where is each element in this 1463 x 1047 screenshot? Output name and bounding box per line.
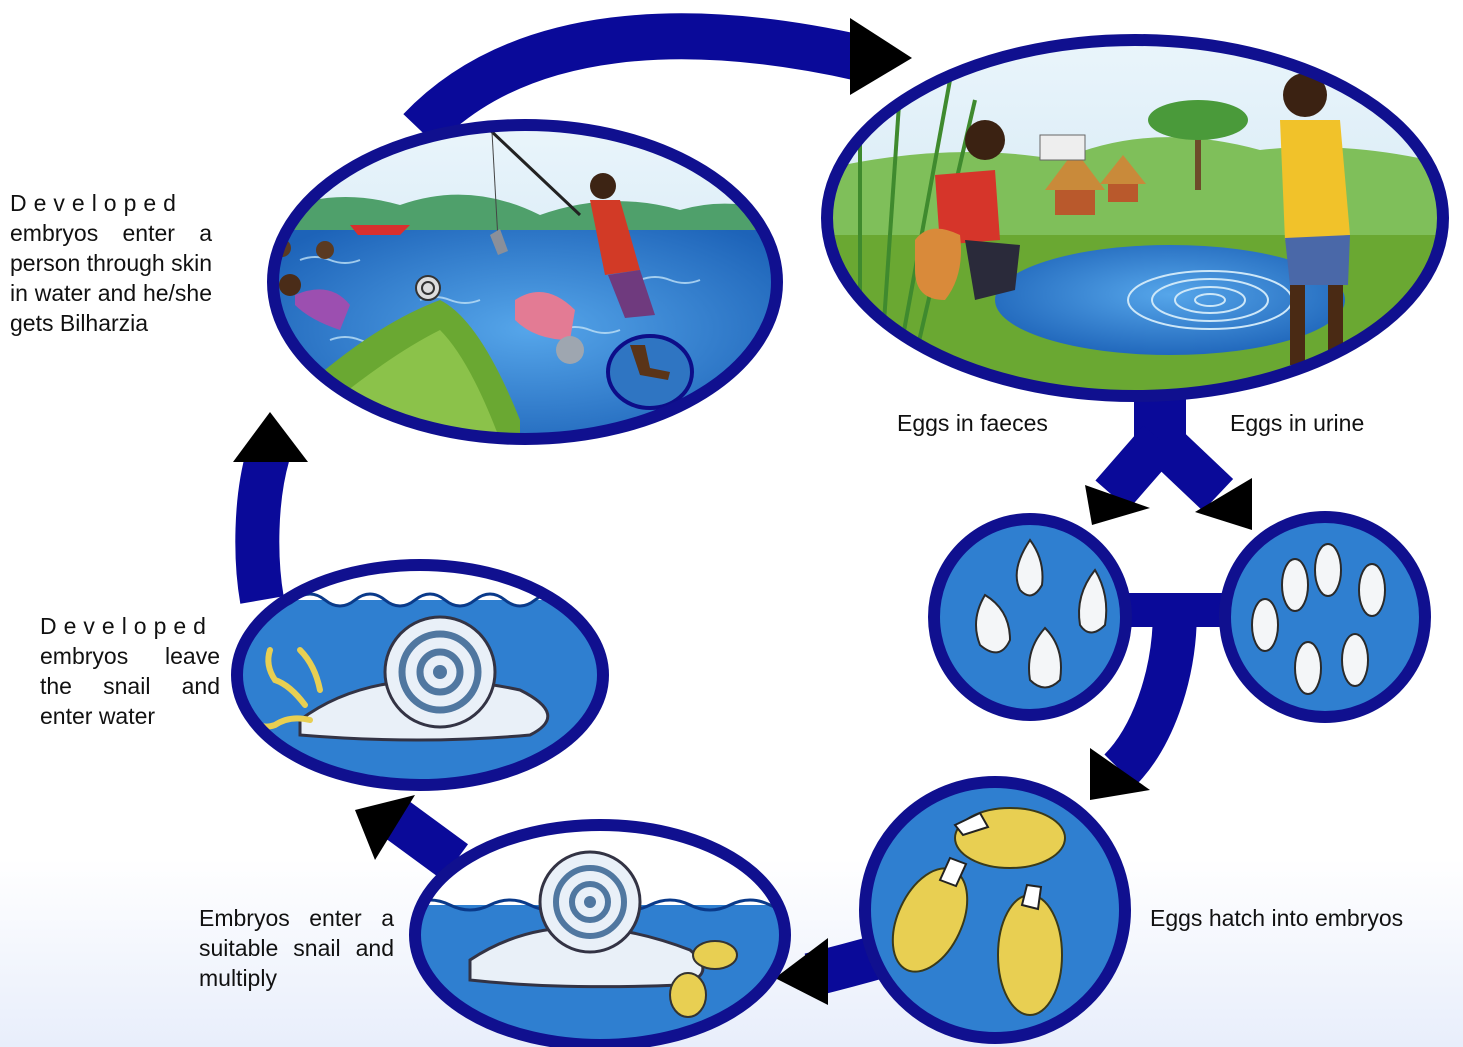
egg xyxy=(1282,559,1308,611)
urine-eggs-circle xyxy=(1220,515,1430,720)
infection-scene xyxy=(270,120,790,450)
enter-snail-scene xyxy=(410,820,810,1047)
caption-eggs-urine: Eggs in urine xyxy=(1230,408,1364,438)
caption-infection-rest: embryos enter a person through skin in w… xyxy=(10,218,212,338)
arrow-to-leave-snail xyxy=(395,818,455,862)
leave-snail-scene xyxy=(235,560,625,790)
caption-eggs-faeces: Eggs in faeces xyxy=(897,408,1048,438)
caption-infection-first: Developed xyxy=(10,188,212,218)
hatch-circle xyxy=(860,780,1130,1045)
faeces-eggs-circle xyxy=(930,515,1130,720)
embryo xyxy=(693,941,737,969)
egg xyxy=(1252,599,1278,651)
arrow-head-top xyxy=(850,18,912,95)
egg xyxy=(1342,634,1368,686)
caption-hatch: Eggs hatch into embryos xyxy=(1150,903,1403,933)
caption-leave-snail-first: Developed xyxy=(40,611,220,641)
caption-leave-snail-rest: embryos leave the snail and enter water xyxy=(40,641,220,731)
arrow-infection-to-excretion xyxy=(420,36,860,130)
arrow-to-urine-eggs xyxy=(1160,440,1218,495)
egg xyxy=(1359,564,1385,616)
caption-leave-snail: Developed embryos leave the snail and en… xyxy=(40,611,220,731)
egg xyxy=(1315,544,1341,596)
caption-infection: Developed embryos enter a person through… xyxy=(10,188,212,338)
embryo xyxy=(998,895,1062,1015)
caption-enter-snail: Embryos enter a suitable snail and multi… xyxy=(199,903,394,993)
arrow-head-left xyxy=(233,412,308,462)
excretion-scene xyxy=(820,35,1450,405)
arrow-to-infection xyxy=(257,455,268,600)
egg xyxy=(1295,642,1321,694)
embryo xyxy=(670,973,706,1017)
